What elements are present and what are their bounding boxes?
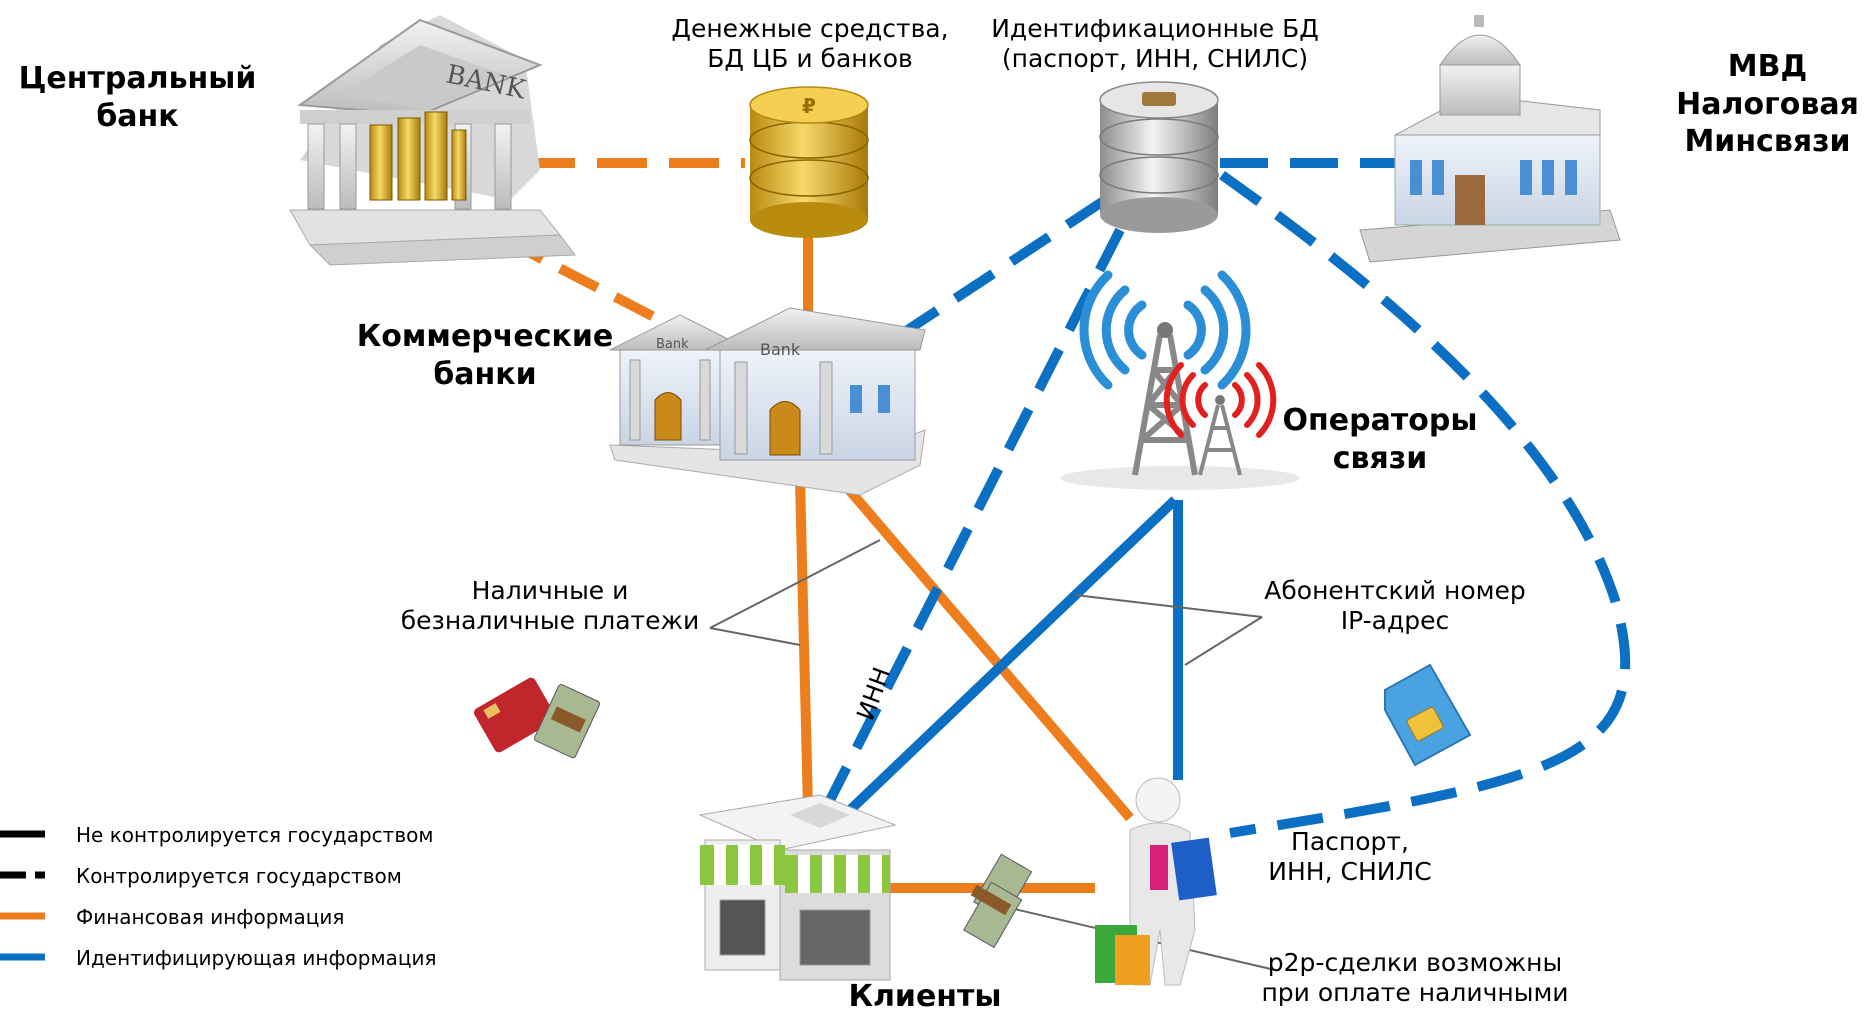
bank-sign-right: Bank: [760, 340, 801, 359]
operators-label: Операторы связи: [1282, 403, 1478, 476]
legend-row-uncontrolled: Не контролируется государством: [0, 820, 520, 850]
identity-links: [820, 158, 1631, 838]
operators-to-shop-link: [844, 496, 1179, 816]
shopper-person-icon: [1095, 777, 1217, 986]
legend-solid-line-icon: [0, 830, 45, 838]
legend-text: Контролируется государством: [76, 864, 402, 888]
legend-blue-line-icon: [0, 953, 45, 961]
legend-row-controlled: Контролируется государством: [0, 861, 520, 891]
legend-orange-line-icon: [0, 912, 45, 920]
cards-and-cash-icon: [474, 677, 601, 759]
inn-label: ИНН: [851, 664, 896, 724]
central-bank-label: Центральный банк: [18, 61, 257, 134]
commercial-banks-label: Коммерческие банки: [356, 319, 614, 392]
government-building-icon: [1359, 15, 1621, 263]
id-db-to-shop-link: [820, 227, 1125, 813]
banks-to-shop-link: [795, 479, 813, 811]
cash-bundle-icon: [963, 853, 1033, 949]
id-db-to-banks-link: [897, 195, 1108, 340]
gold-database-icon: ₽: [749, 86, 869, 238]
p2p-label: p2p-сделки возможны при оплате наличными: [1261, 948, 1569, 1007]
legend-text: Не контролируется государством: [76, 823, 434, 847]
commercial-banks-icon: Bank Bank: [609, 307, 926, 496]
payments-label: Наличные и безналичные платежи: [400, 576, 700, 635]
legend-text: Идентифицирующая информация: [76, 946, 437, 970]
financial-links: [502, 158, 1134, 893]
sim-card-icon: [1384, 663, 1472, 767]
passport-label: Паспорт, ИНН, СНИЛС: [1268, 827, 1432, 886]
banks-to-person-link: [841, 481, 1134, 822]
funds-db-label: Денежные средства, БД ЦБ и банков: [671, 14, 949, 73]
legend-row-identity: Идентифицирующая информация: [0, 943, 520, 973]
grey-database-icon: [1099, 81, 1219, 233]
shop-icon: [698, 794, 897, 981]
clients-label: Клиенты: [848, 979, 1002, 1014]
svg-text:₽: ₽: [802, 94, 816, 118]
ministries-label: МВД Налоговая Минсвязи: [1676, 49, 1859, 159]
legend-row-financial: Финансовая информация: [0, 902, 520, 932]
legend-dashed-line-icon: [0, 871, 45, 879]
central-bank-building-icon: BANK: [289, 15, 576, 266]
subscriber-label: Абонентский номер IP-адрес: [1264, 576, 1526, 635]
bank-sign-left: Bank: [656, 337, 689, 352]
legend-text: Финансовая информация: [76, 905, 345, 929]
id-db-label: Идентификационные БД (паспорт, ИНН, СНИЛ…: [991, 14, 1319, 73]
id-db-to-person-link: [1219, 170, 1631, 838]
cell-tower-icon: [1060, 270, 1300, 490]
